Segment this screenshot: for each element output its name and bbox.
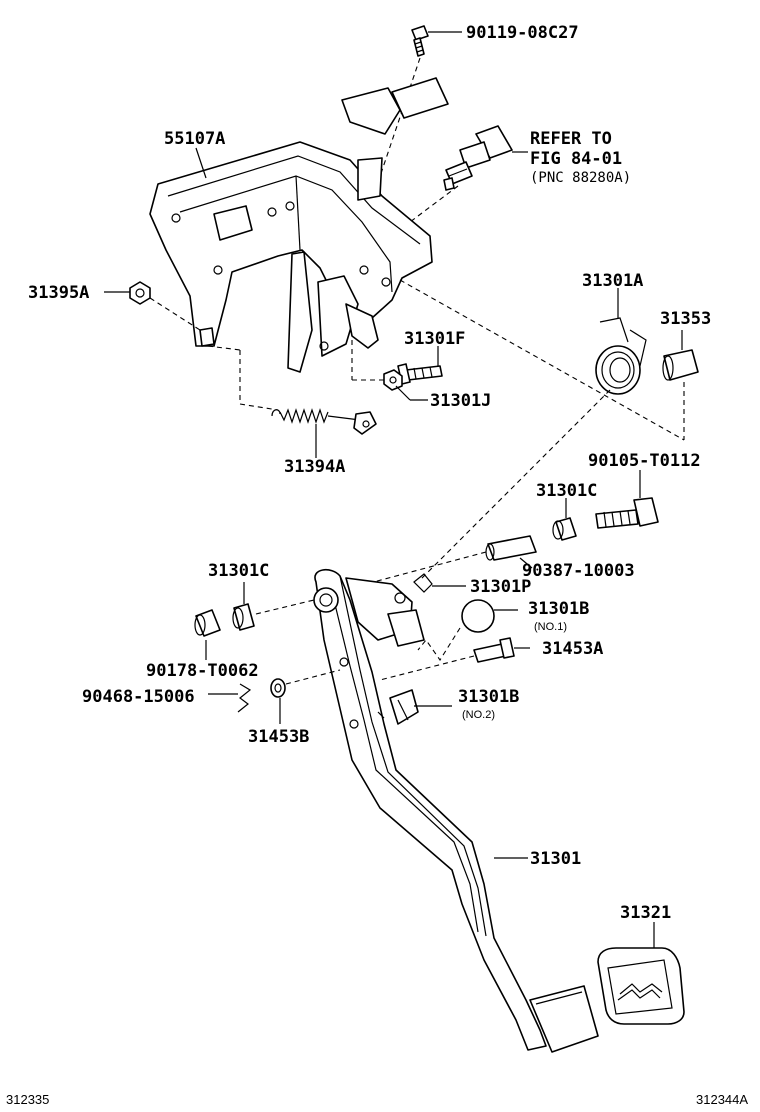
label-31301b-no1: 31301B bbox=[528, 599, 589, 619]
bolt-31453a bbox=[473, 637, 515, 663]
label-31453b: 31453B bbox=[248, 727, 309, 747]
label-31453a: 31453A bbox=[542, 639, 603, 659]
label-31353: 31353 bbox=[660, 309, 711, 329]
label-31301b-no2: 31301B bbox=[458, 687, 519, 707]
bolt-90105-t0112 bbox=[595, 497, 659, 529]
label-90387-10003: 90387-10003 bbox=[522, 561, 635, 581]
clip-31301p bbox=[413, 573, 433, 593]
bushing-31453b bbox=[270, 678, 286, 698]
label-90119-08c27: 90119-08C27 bbox=[466, 23, 579, 43]
footer-right-code: 312344A bbox=[696, 1092, 748, 1107]
label-90105-t0112: 90105-T0112 bbox=[588, 451, 701, 471]
label-31301a: 31301A bbox=[582, 271, 643, 291]
label-refer-to: REFER TO bbox=[530, 129, 612, 149]
bolt-90119-08c27 bbox=[411, 25, 429, 57]
clip-90468-15006 bbox=[237, 683, 252, 713]
pedal-pad-cover-31321 bbox=[597, 947, 685, 1025]
label-31301j: 31301J bbox=[430, 391, 491, 411]
cover-bracket bbox=[341, 77, 449, 135]
label-31301p: 31301P bbox=[470, 577, 531, 597]
pedal-pad bbox=[529, 985, 599, 1053]
label-31301f: 31301F bbox=[404, 329, 465, 349]
label-no2: (NO.2) bbox=[462, 709, 495, 721]
label-pnc-88280a: (PNC 88280A) bbox=[530, 170, 631, 186]
clutch-pedal-31301 bbox=[313, 569, 547, 1051]
collar-90387-10003 bbox=[485, 535, 537, 561]
label-31301: 31301 bbox=[530, 849, 581, 869]
cushion-31301b-no2 bbox=[389, 689, 419, 725]
cushion-31301b-no1 bbox=[461, 599, 495, 633]
label-31394a: 31394A bbox=[284, 457, 345, 477]
label-31301c-left: 31301C bbox=[208, 561, 269, 581]
label-fig-84-01: FIG 84-01 bbox=[530, 149, 622, 169]
bushing-31353 bbox=[662, 349, 699, 381]
footer-left-code: 312335 bbox=[6, 1092, 49, 1107]
label-no1: (NO.1) bbox=[534, 621, 567, 633]
label-55107a: 55107A bbox=[164, 129, 225, 149]
nut-31395a bbox=[129, 281, 151, 305]
label-31321: 31321 bbox=[620, 903, 671, 923]
turnover-spring-31301a bbox=[595, 317, 647, 395]
bushing-31301c-right bbox=[552, 517, 577, 541]
label-31395a: 31395A bbox=[28, 283, 89, 303]
stop-lamp-switch bbox=[443, 125, 513, 191]
nut-90178-t0062 bbox=[194, 609, 221, 637]
return-spring-31394a bbox=[271, 408, 377, 435]
pedal-support-bracket bbox=[149, 141, 433, 373]
nut-31301j bbox=[383, 369, 403, 391]
bolt-31301f bbox=[397, 363, 443, 385]
label-31301c-right: 31301C bbox=[536, 481, 597, 501]
label-90178-t0062: 90178-T0062 bbox=[146, 661, 259, 681]
bushing-31301c-left bbox=[232, 603, 255, 631]
label-90468-15006: 90468-15006 bbox=[82, 687, 195, 707]
